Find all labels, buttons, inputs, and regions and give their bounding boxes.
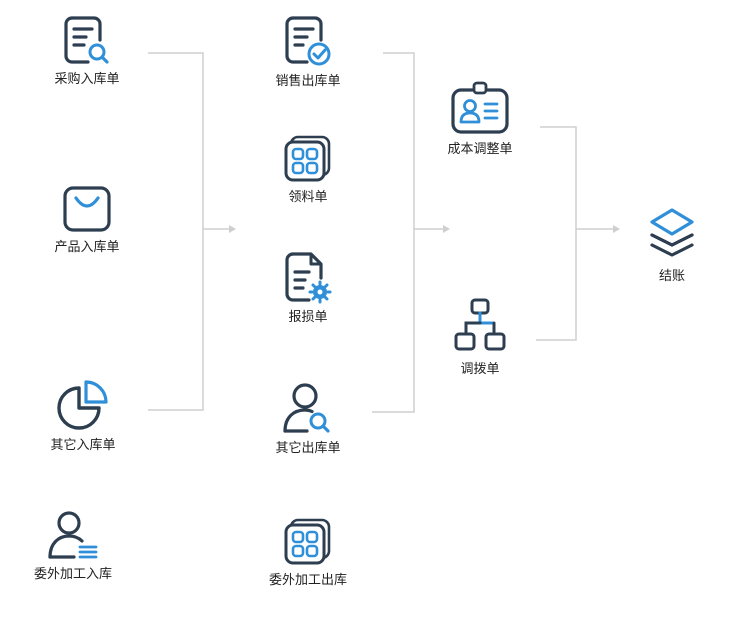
node-label: 报损单	[288, 310, 328, 325]
arrow-head-right	[613, 225, 620, 233]
grid-stack-icon	[284, 135, 331, 182]
node-label: 采购入库单	[54, 72, 120, 87]
connector-right-bracket	[536, 126, 577, 341]
node-label: 产品入库单	[54, 240, 120, 255]
document-search-icon	[64, 16, 109, 64]
document-gear-icon	[285, 252, 332, 304]
user-search-icon	[283, 383, 330, 433]
pie-chart-icon	[57, 380, 108, 430]
node-other-out[interactable]: 其它出库单	[243, 381, 373, 457]
node-product-in[interactable]: 产品入库单	[22, 184, 152, 256]
node-label: 结账	[658, 269, 685, 284]
user-list-icon	[48, 511, 98, 559]
node-transfer[interactable]: 调拨单	[415, 296, 545, 378]
node-other-in[interactable]: 其它入库单	[18, 378, 148, 454]
layers-icon	[650, 208, 694, 257]
node-label: 销售出库单	[275, 74, 341, 89]
node-label: 领料单	[288, 190, 328, 205]
node-label: 成本调整单	[447, 142, 513, 157]
grid-stack-icon	[284, 518, 331, 565]
org-chart-icon	[454, 298, 506, 351]
shopping-bag-icon	[63, 186, 111, 232]
connector-mid-bracket	[372, 52, 415, 413]
node-label: 委外加工入库	[33, 567, 112, 582]
id-badge-icon	[451, 81, 509, 134]
node-sales-out[interactable]: 销售出库单	[243, 14, 373, 90]
node-label: 其它出库单	[275, 441, 341, 456]
node-material-req[interactable]: 领料单	[243, 134, 373, 206]
arrow-head-mid	[443, 225, 450, 233]
node-damage[interactable]: 报损单	[243, 250, 373, 326]
node-cost-adjust[interactable]: 成本调整单	[415, 80, 545, 158]
node-label: 委外加工出库	[268, 573, 347, 588]
node-label: 其它入库单	[50, 438, 116, 453]
document-check-icon	[285, 16, 331, 66]
arrow-head-left	[229, 225, 236, 233]
node-outsource-out[interactable]: 委外加工出库	[243, 517, 373, 589]
connector-left-bracket	[148, 52, 204, 411]
node-outsource-in[interactable]: 委外加工入库	[8, 509, 138, 583]
node-label: 调拨单	[460, 362, 500, 377]
node-purchase-in[interactable]: 采购入库单	[22, 14, 152, 88]
node-settle[interactable]: 结账	[607, 205, 737, 285]
